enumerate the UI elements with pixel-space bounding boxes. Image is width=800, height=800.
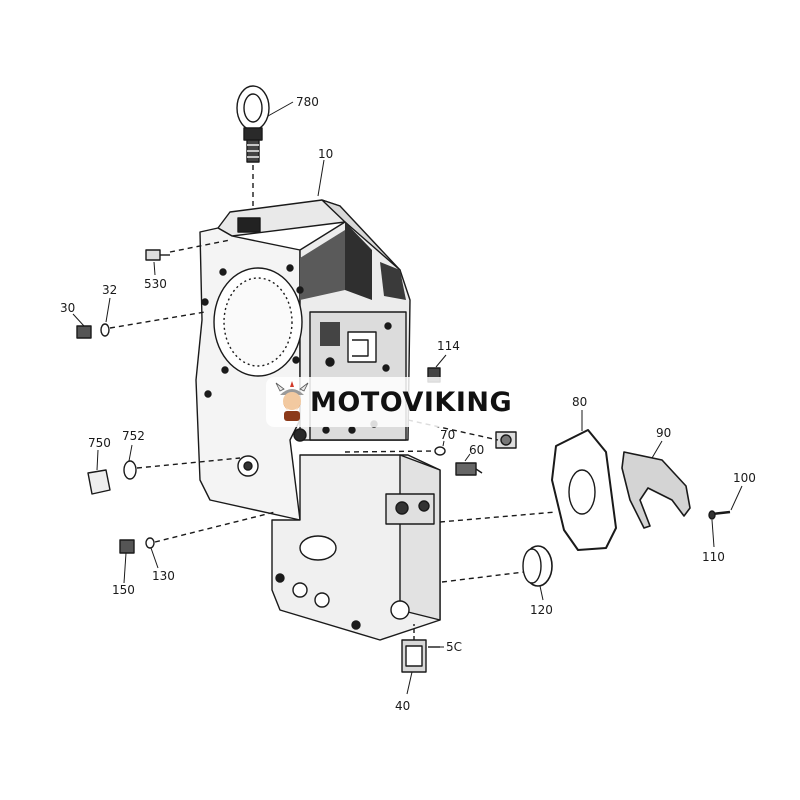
o-ring-130 — [145, 537, 155, 549]
callout-150: 150 — [112, 583, 135, 597]
gasket-80 — [551, 429, 617, 551]
callout-10: 10 — [318, 147, 333, 161]
callout-40: 40 — [395, 699, 410, 713]
callout-110: 110 — [702, 550, 725, 564]
callout-114: 114 — [437, 339, 460, 353]
plug-30 — [76, 325, 92, 339]
washer-110 — [708, 510, 716, 520]
viking-mascot-icon — [275, 381, 309, 421]
callout-80: 80 — [572, 395, 587, 409]
bolt-530 — [145, 249, 170, 261]
plate-40 — [401, 639, 427, 673]
o-ring-70 — [434, 446, 446, 456]
callout-130: 130 — [152, 569, 175, 583]
callout-50: 5C — [446, 640, 462, 654]
callout-60: 60 — [469, 443, 484, 457]
washer-752 — [123, 460, 137, 480]
fitting-plug-beside-60 — [495, 431, 517, 449]
eyebolt-780 — [236, 85, 270, 163]
watermark-banner: MOTOVIKING — [266, 377, 536, 427]
washer-32 — [100, 323, 110, 337]
cap-120 — [522, 545, 553, 587]
callout-100: 100 — [733, 471, 756, 485]
watermark-text: MOTOVIKING — [310, 386, 513, 418]
callout-32: 32 — [102, 283, 117, 297]
callout-30: 30 — [60, 301, 75, 315]
switch-60 — [455, 462, 483, 476]
callout-70: 70 — [440, 428, 455, 442]
callout-120: 120 — [530, 603, 553, 617]
callout-750: 750 — [88, 436, 111, 450]
callout-90: 90 — [656, 426, 671, 440]
callout-530: 530 — [144, 277, 167, 291]
plug-150 — [119, 539, 135, 554]
cover-90 — [621, 451, 691, 529]
callout-752: 752 — [122, 429, 145, 443]
leader-lines — [72, 101, 743, 695]
plug-750 — [87, 469, 111, 495]
callout-780: 780 — [296, 95, 319, 109]
